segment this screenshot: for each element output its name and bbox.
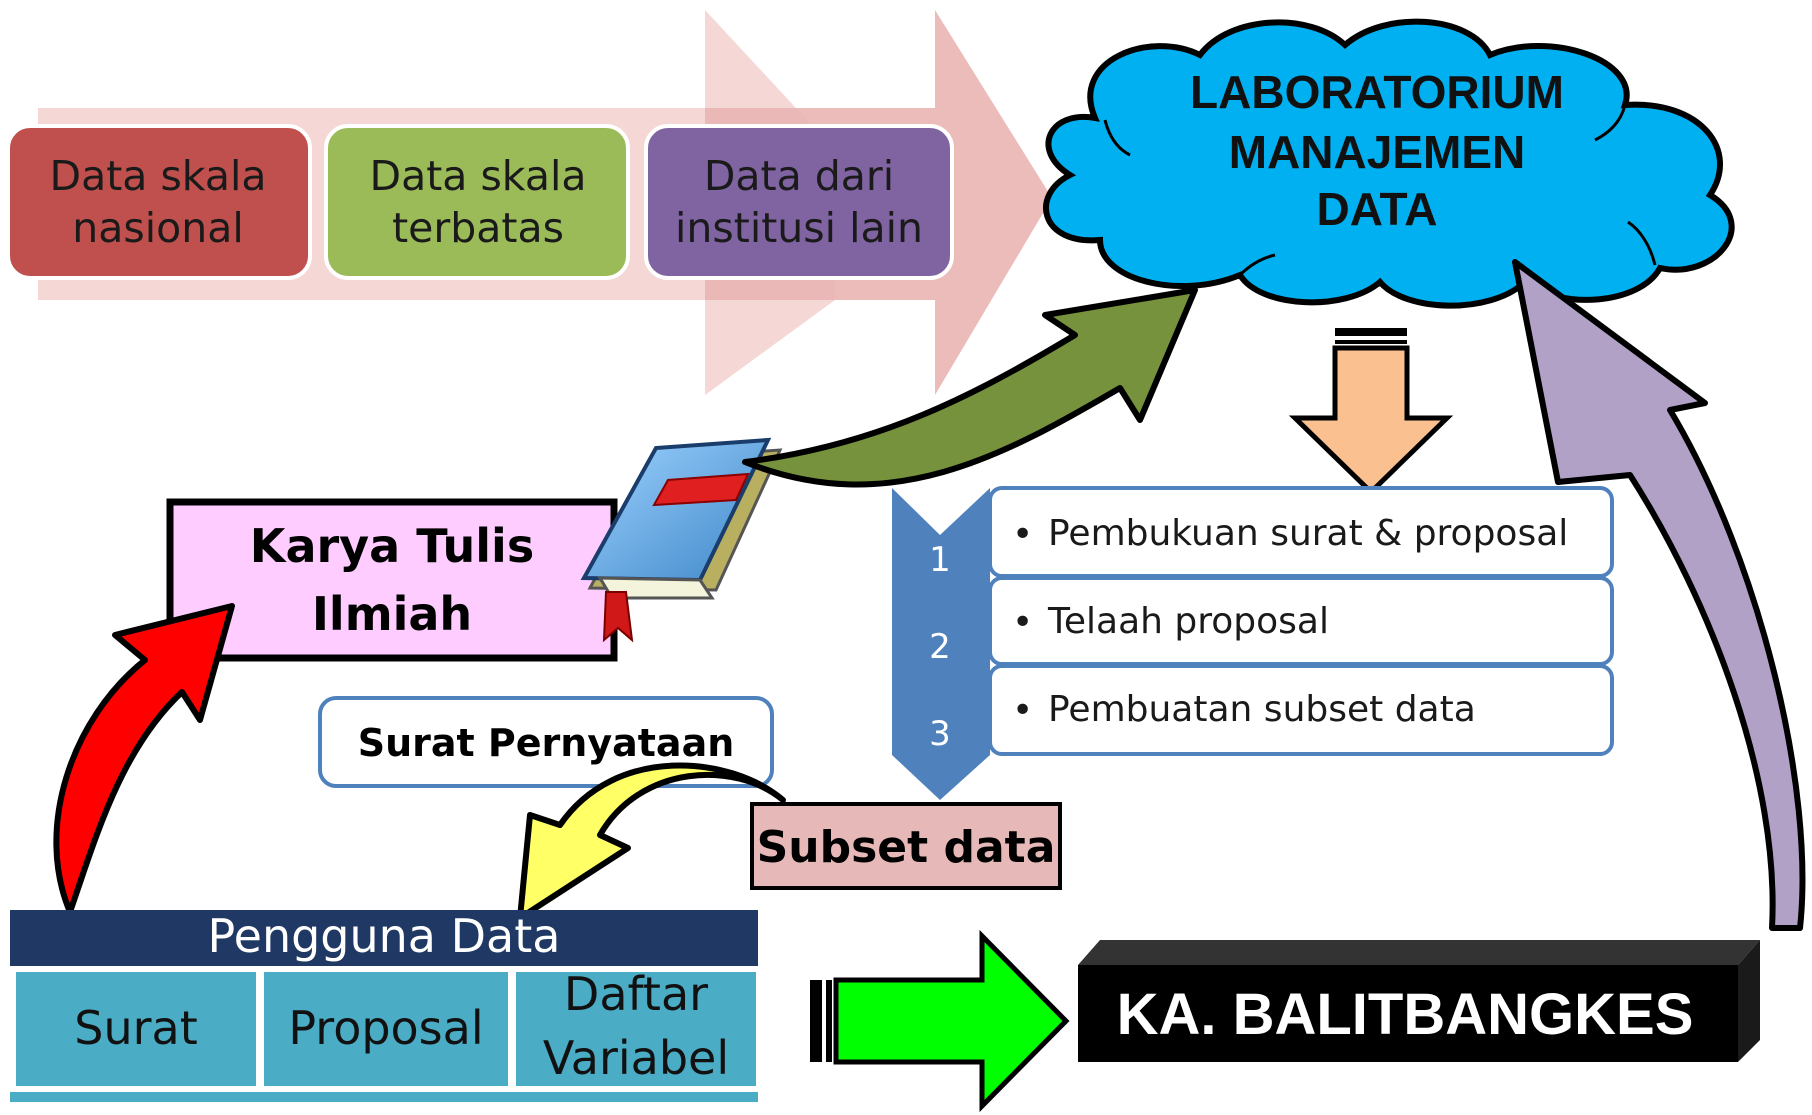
lab-cloud [1043,18,1735,309]
curved-arrow-subset-to-pengguna [517,762,786,921]
down-arrow-to-process [1288,328,1454,496]
source-label-terbatas-line1: Data skala [370,152,587,200]
ka-balitbangkes-block [1078,940,1760,1062]
green-right-arrow [810,929,1070,1113]
source-box-terbatas [324,124,630,280]
lab-label-line1: LABORATORIUM [1190,66,1564,118]
lab-label-line3: DATA [1317,183,1438,235]
pengguna-header [10,910,758,966]
pengguna-label-proposal: Proposal [288,1001,483,1055]
ka-balitbangkes-label: KA. BALITBANGKES [1117,982,1694,1047]
pengguna-label-variabel: Variabel [543,1031,729,1085]
pengguna-cell-variabel [512,968,760,1090]
process-step-2: Telaah proposal [1047,601,1329,642]
process-number-3: 3 [929,714,951,754]
pengguna-cell-surat [12,968,260,1090]
subset-data-box [750,802,1062,890]
process-step-3: Pembuatan subset data [1048,689,1476,730]
subset-data-label: Subset data [757,822,1056,873]
source-label-nasional-line2: nasional [72,204,243,252]
karya-tulis-label-line1: Karya Tulis [250,519,534,573]
process-step-1: Pembukuan surat & proposal [1048,513,1568,554]
reflection-fade [1070,1066,1770,1115]
source-box-institusi [644,124,954,280]
process-number-1: 1 [929,540,951,580]
curved-arrow-ka-to-lab [1512,259,1806,931]
pengguna-title: Pengguna Data [208,909,561,963]
process-bullet-2: • [1012,602,1033,643]
lab-label-line2: MANAJEMEN [1229,126,1525,178]
curved-arrow-pengguna-to-karya [53,603,235,915]
book-icon [580,437,783,643]
curved-arrow-book-to-lab [742,287,1198,488]
karya-tulis-label-line2: Ilmiah [312,587,472,641]
pengguna-cell-proposal [260,968,512,1090]
source-label-institusi-line2: institusi lain [675,204,923,252]
source-label-nasional-line1: Data skala [50,152,267,200]
surat-pernyataan-label: Surat Pernyataan [358,721,735,765]
pengguna-label-surat: Surat [74,1001,198,1055]
process-step-box-3 [988,664,1614,756]
pengguna-label-daftar: Daftar [564,967,708,1021]
source-label-terbatas-line2: terbatas [392,204,564,252]
process-bullet-3: • [1012,690,1033,731]
process-bullet-1: • [1012,514,1033,555]
source-label-institusi-line1: Data dari [704,152,894,200]
process-number-chevron [892,488,990,800]
pengguna-footer-bar [10,1092,758,1102]
source-box-nasional [6,124,312,280]
process-number-2: 2 [929,627,951,667]
